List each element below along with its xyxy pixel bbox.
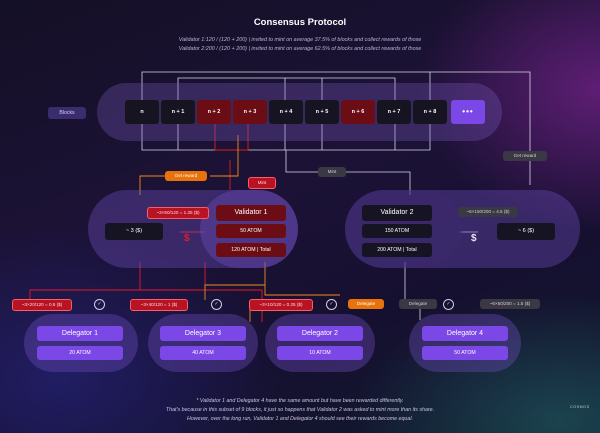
delegator1-check-icon: ✓	[94, 299, 105, 310]
mint-tag-left: Mint	[248, 177, 276, 189]
validator1-name: Validator 1	[216, 205, 286, 221]
mint-tag-right: Mint	[318, 167, 346, 177]
validator1-dollar-icon: $	[184, 233, 190, 244]
delegator2-check-icon: ✓	[326, 299, 337, 310]
delegator2-card	[265, 314, 375, 372]
validator2-dollar-icon: $	[471, 233, 477, 244]
validator1-total: 120 ATOM | Total	[216, 243, 286, 257]
block-n: n	[125, 100, 159, 124]
cosmos-logo: COSMOS	[570, 405, 590, 409]
delegate-tag-right: Delegate	[399, 299, 437, 309]
validator2-name: Validator 2	[362, 205, 432, 221]
get-reward-tag-left: Get reward	[165, 171, 207, 181]
validator2-formula: ~6×150/200 = 4.5 ($)	[458, 207, 518, 217]
footnote-line-1: * Validator 1 and Delegator 4 have the s…	[196, 398, 404, 404]
delegator1-name: Delegator 1	[37, 326, 123, 341]
validator1-amount: 50 ATOM	[216, 224, 286, 238]
delegator3-name: Delegator 3	[160, 326, 246, 341]
subtitle-line-2: Validator 2:200 / (120 + 200) | invited …	[178, 46, 422, 52]
delegator1-amount: 20 ATOM	[37, 346, 123, 360]
validator2-total: 200 ATOM | Total	[362, 243, 432, 257]
delegator4-amount: 50 ATOM	[422, 346, 508, 360]
get-reward-tag-right: Get reward	[503, 151, 547, 161]
delegator1-card	[24, 314, 138, 372]
block-n2: n + 2	[197, 100, 231, 124]
delegate-tag-left: Delegate	[348, 299, 384, 309]
delegator3-check-icon: ✓	[211, 299, 222, 310]
validator2-reward: ~ 6 ($)	[497, 223, 555, 240]
page-title: Consensus Protocol	[253, 17, 347, 28]
delegator4-check-icon: ✓	[443, 299, 454, 310]
block-more: •••	[451, 100, 485, 124]
delegator4-formula: ~6×50/200 = 1.5 ($)	[480, 299, 540, 309]
blocks-label: Blocks	[48, 107, 86, 119]
validator1-formula: ~3×50/120 = 1.25 ($)	[147, 207, 209, 219]
validator2-amount: 150 ATOM	[362, 224, 432, 238]
block-n5: n + 5	[305, 100, 339, 124]
subtitle-line-1: Validator 1:120 / (120 + 200) | invited …	[178, 37, 422, 43]
footnote-line-3: However, over the long run, Validator 1 …	[187, 416, 413, 422]
block-n4: n + 4	[269, 100, 303, 124]
delegator2-formula: ~3×10/120 = 0.25 ($)	[249, 299, 313, 311]
block-n1: n + 1	[161, 100, 195, 124]
delegator4-name: Delegator 4	[422, 326, 508, 341]
delegator2-amount: 10 ATOM	[277, 346, 363, 360]
block-n7: n + 7	[377, 100, 411, 124]
delegator3-amount: 40 ATOM	[160, 346, 246, 360]
delegator1-formula: ~3×20/120 = 0.5 ($)	[12, 299, 72, 311]
block-n8: n + 8	[413, 100, 447, 124]
delegator4-card	[409, 314, 521, 372]
block-n3: n + 3	[233, 100, 267, 124]
validator1-reward: ~ 3 ($)	[105, 223, 163, 240]
block-n6: n + 6	[341, 100, 375, 124]
footnote-line-2: That's because in this subset of 9 block…	[165, 407, 435, 413]
delegator2-name: Delegator 2	[277, 326, 363, 341]
delegator3-card	[148, 314, 258, 372]
delegator3-formula: ~3×40/120 = 1 ($)	[130, 299, 188, 311]
